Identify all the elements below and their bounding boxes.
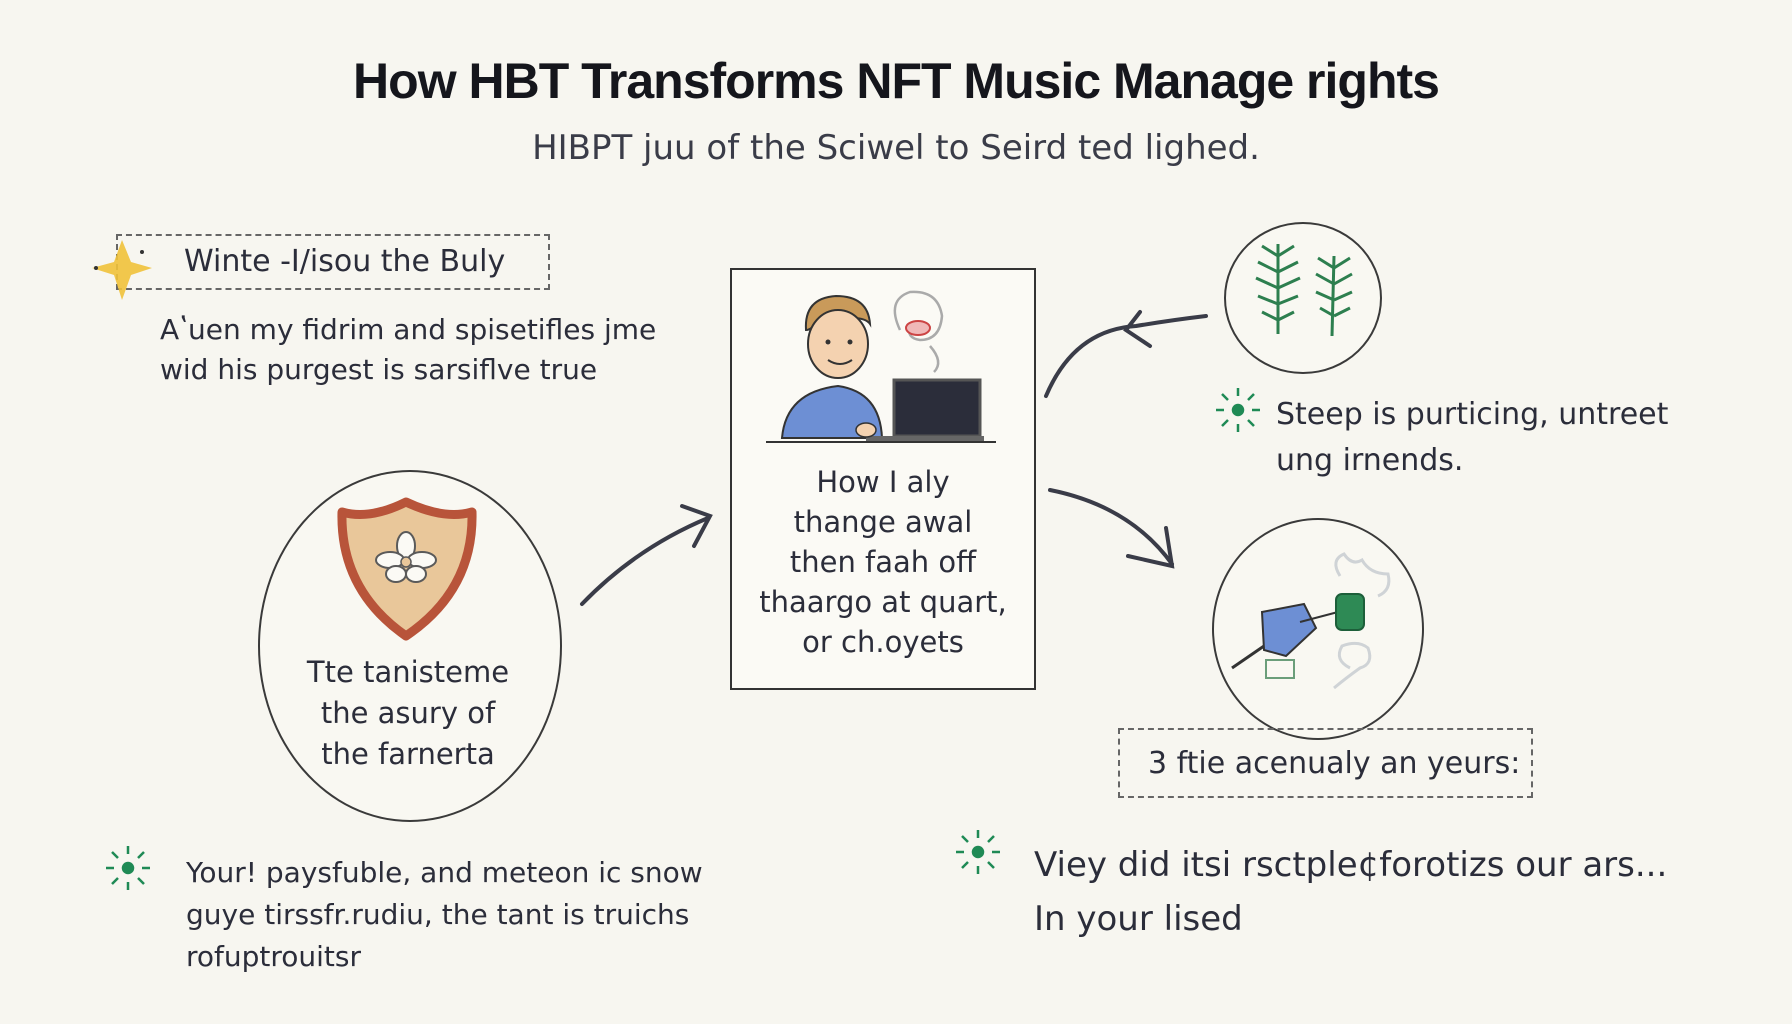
left-bottom-paragraph: Your! paysfuble, and meteon ic snow guye…	[186, 852, 746, 978]
arrow-icon	[580, 504, 713, 606]
shield-circle-text: Tte tanisteme the asury of the farnerta	[258, 652, 558, 775]
key-tag-circle	[1212, 518, 1424, 740]
left-paragraph: Aʽuen my fidrim and spisetifles jme wid …	[160, 310, 720, 390]
left-paragraph-line: Aʽuen my fidrim and spisetifles jme	[160, 313, 657, 346]
fern-icon	[1255, 244, 1353, 337]
person-laptop-icon	[766, 290, 996, 443]
sparkle-icon	[92, 240, 152, 300]
right-bottom-line: In your lised	[1034, 899, 1243, 939]
circle-text-line: Tte tanisteme	[306, 655, 510, 689]
card-text-line: then faah off	[789, 545, 977, 579]
shield-flower-icon	[337, 497, 477, 641]
left-bottom-line: rofuptrouitsr	[186, 940, 362, 973]
center-card	[730, 268, 1036, 690]
green-burst-icon	[956, 830, 1000, 874]
card-text-line: or ch.oyets	[802, 625, 964, 659]
label-top-left-text: Winte -I/isou the Buly	[184, 244, 506, 279]
card-text-line: thange awal	[793, 505, 973, 539]
fern-circle	[1224, 222, 1382, 374]
circle-text-line: the asury of	[320, 696, 496, 730]
green-burst-icon	[1216, 388, 1260, 432]
circle-text-line: the farnerta	[321, 737, 495, 771]
right-top-paragraph: Steep is purticing, untreet ung irnends.	[1276, 392, 1792, 484]
page-title: How HBT Transforms NFT Music Manage righ…	[353, 53, 1440, 109]
label-box-bottom-right: 3 ftie acenualy an yeurs:	[1118, 728, 1533, 798]
right-top-line: Steep is purticing, untreet	[1276, 397, 1669, 432]
card-text-line: thaargo at quart,	[759, 585, 1007, 619]
right-bottom-paragraph: Viey did itsi rsctple¢forotizs our ars..…	[1034, 838, 1774, 946]
label-box-top-left: Winte -I/isou the Buly	[116, 234, 550, 290]
left-bottom-line: Your! paysfuble, and meteon ic snow	[186, 856, 703, 889]
right-bottom-line: Viey did itsi rsctple¢forotizs our ars..…	[1034, 845, 1668, 885]
arrow-icon	[1044, 310, 1208, 398]
label-bottom-right-text: 3 ftie acenualy an yeurs:	[1148, 746, 1521, 781]
left-bottom-line: guye tirssfr.rudiu, the tant is truichs	[186, 898, 690, 931]
key-tag-icon	[1231, 552, 1391, 690]
right-top-line: ung irnends.	[1276, 443, 1464, 478]
page-subtitle: HIBPT juu of the Sciwel to Seird ted lig…	[532, 128, 1260, 168]
left-paragraph-line: wid his purgest is sarsiflve true	[160, 353, 598, 386]
arrow-icon	[1048, 488, 1175, 569]
card-text-line: How I aly	[816, 465, 950, 499]
center-card-text: How I aly thange awal then faah off thaa…	[730, 462, 1036, 662]
green-burst-icon	[106, 846, 150, 890]
